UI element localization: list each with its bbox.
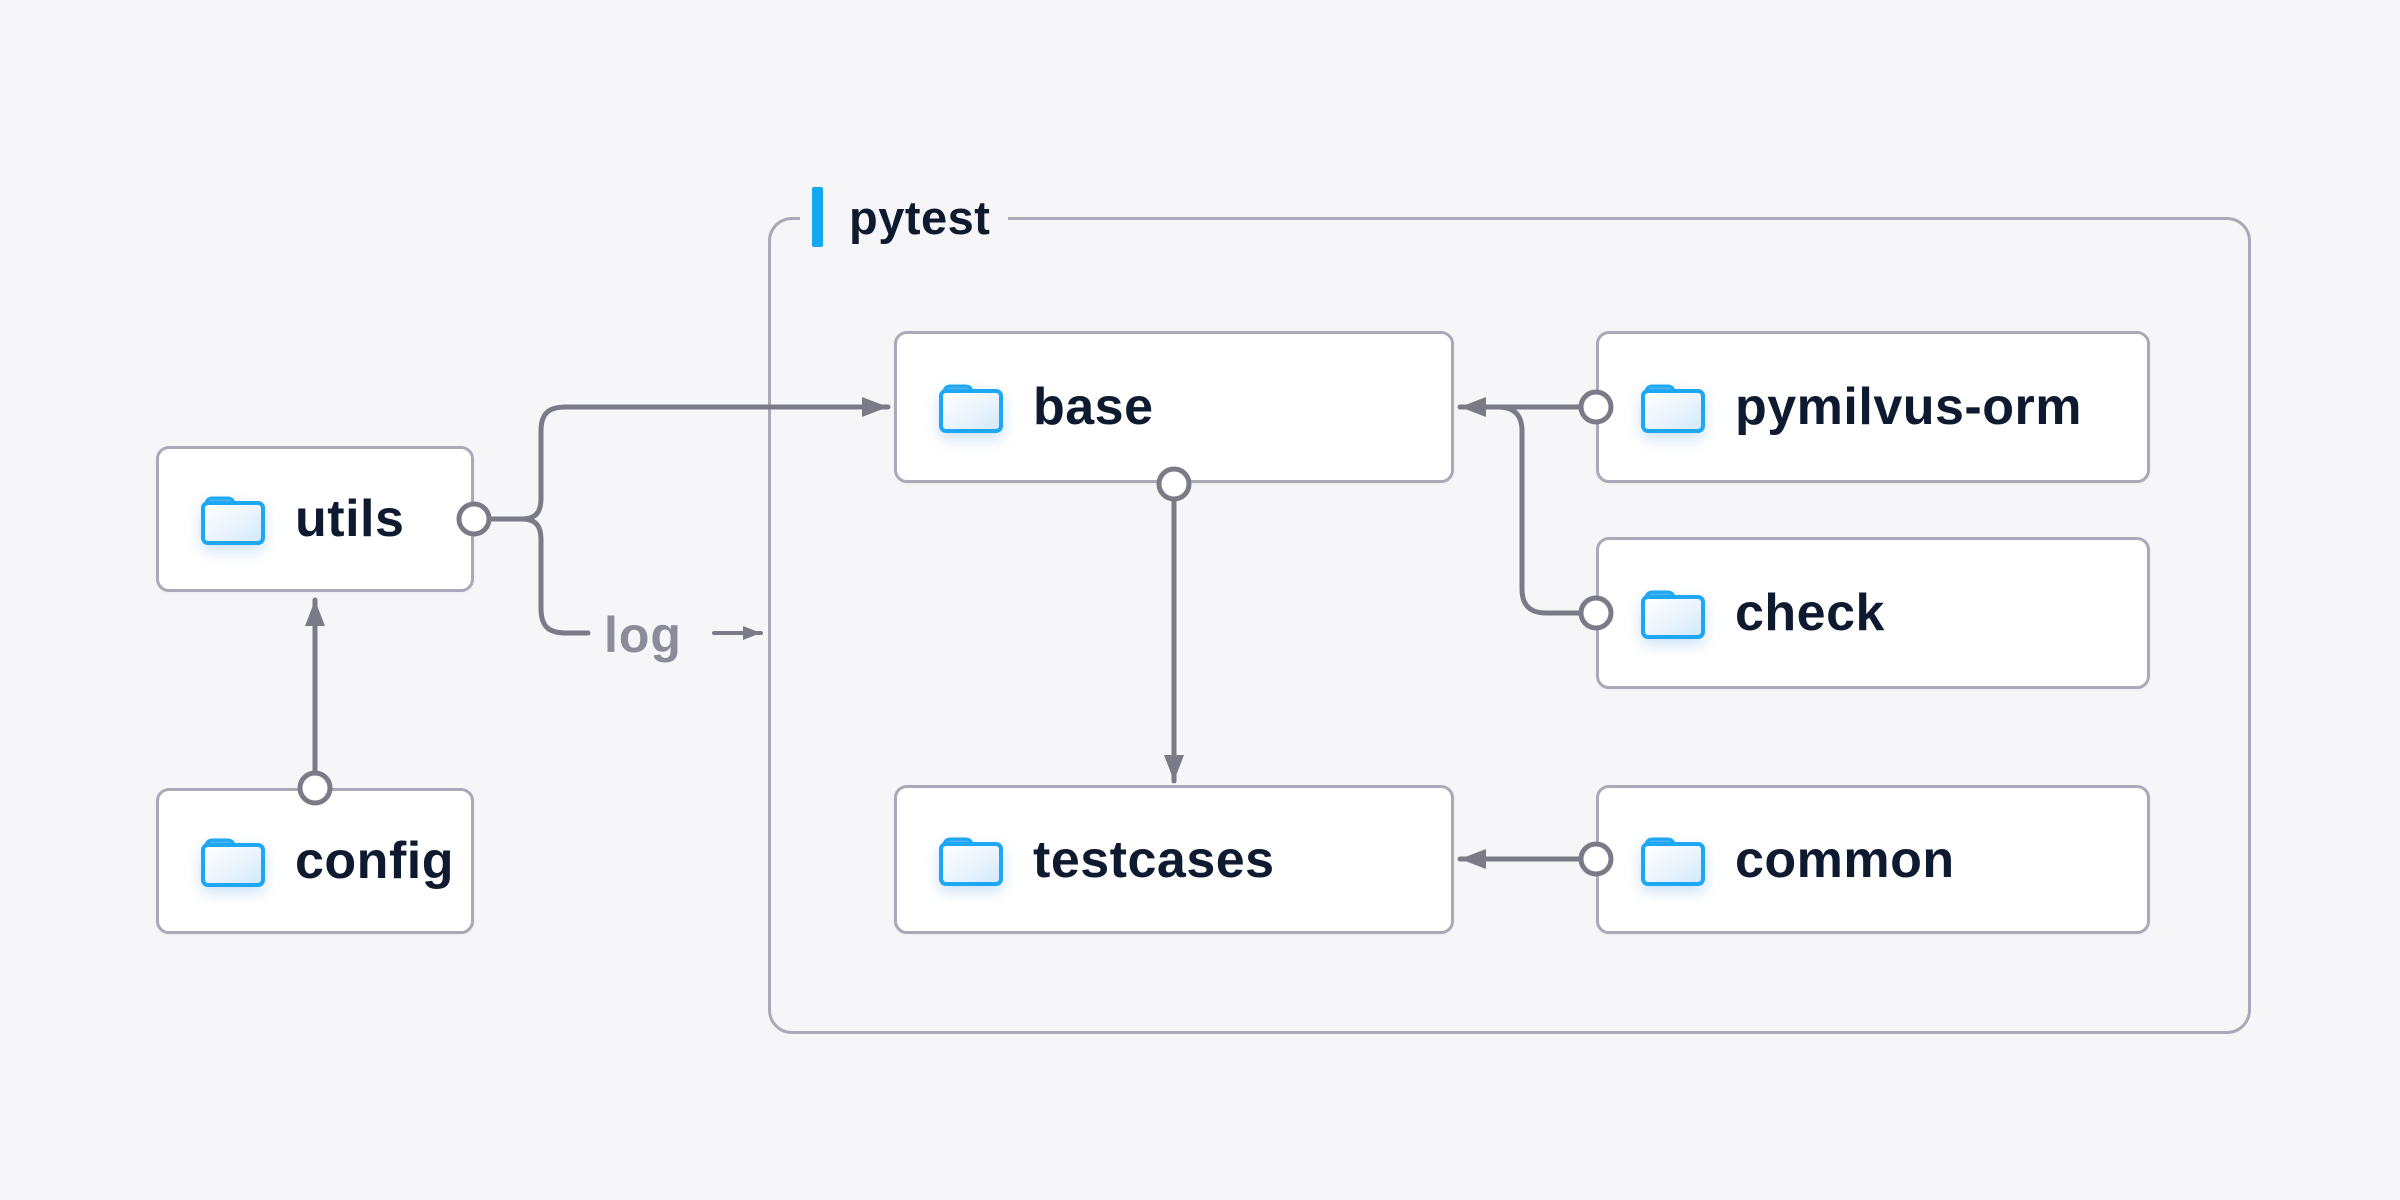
folder-icon — [201, 838, 265, 887]
pytest-group-label: pytest — [800, 184, 1009, 250]
node-label: testcases — [1033, 830, 1275, 889]
folder-icon — [1641, 384, 1705, 433]
folder-icon — [939, 384, 1003, 433]
folder-icon — [939, 837, 1003, 886]
node-label: base — [1033, 378, 1154, 436]
node-pymilvus-orm: pymilvus-orm — [1596, 331, 2150, 483]
accent-bar-icon — [812, 187, 823, 247]
node-common: common — [1596, 785, 2150, 934]
node-label: utils — [295, 490, 405, 548]
node-label: config — [295, 832, 454, 890]
pytest-group-container — [768, 217, 2251, 1034]
node-testcases: testcases — [894, 785, 1454, 934]
node-label: check — [1735, 584, 1885, 642]
node-label: common — [1735, 830, 1955, 889]
node-base: base — [894, 331, 1454, 483]
node-utils: utils — [156, 446, 474, 592]
folder-icon — [1641, 837, 1705, 886]
folder-icon — [201, 496, 265, 545]
edge-label-log: log — [604, 607, 682, 663]
edge-utils-log — [519, 516, 591, 636]
group-label-text: pytest — [849, 190, 991, 244]
node-check: check — [1596, 537, 2150, 689]
folder-icon — [1641, 590, 1705, 639]
node-label: pymilvus-orm — [1735, 378, 2082, 436]
node-config: config — [156, 788, 474, 934]
